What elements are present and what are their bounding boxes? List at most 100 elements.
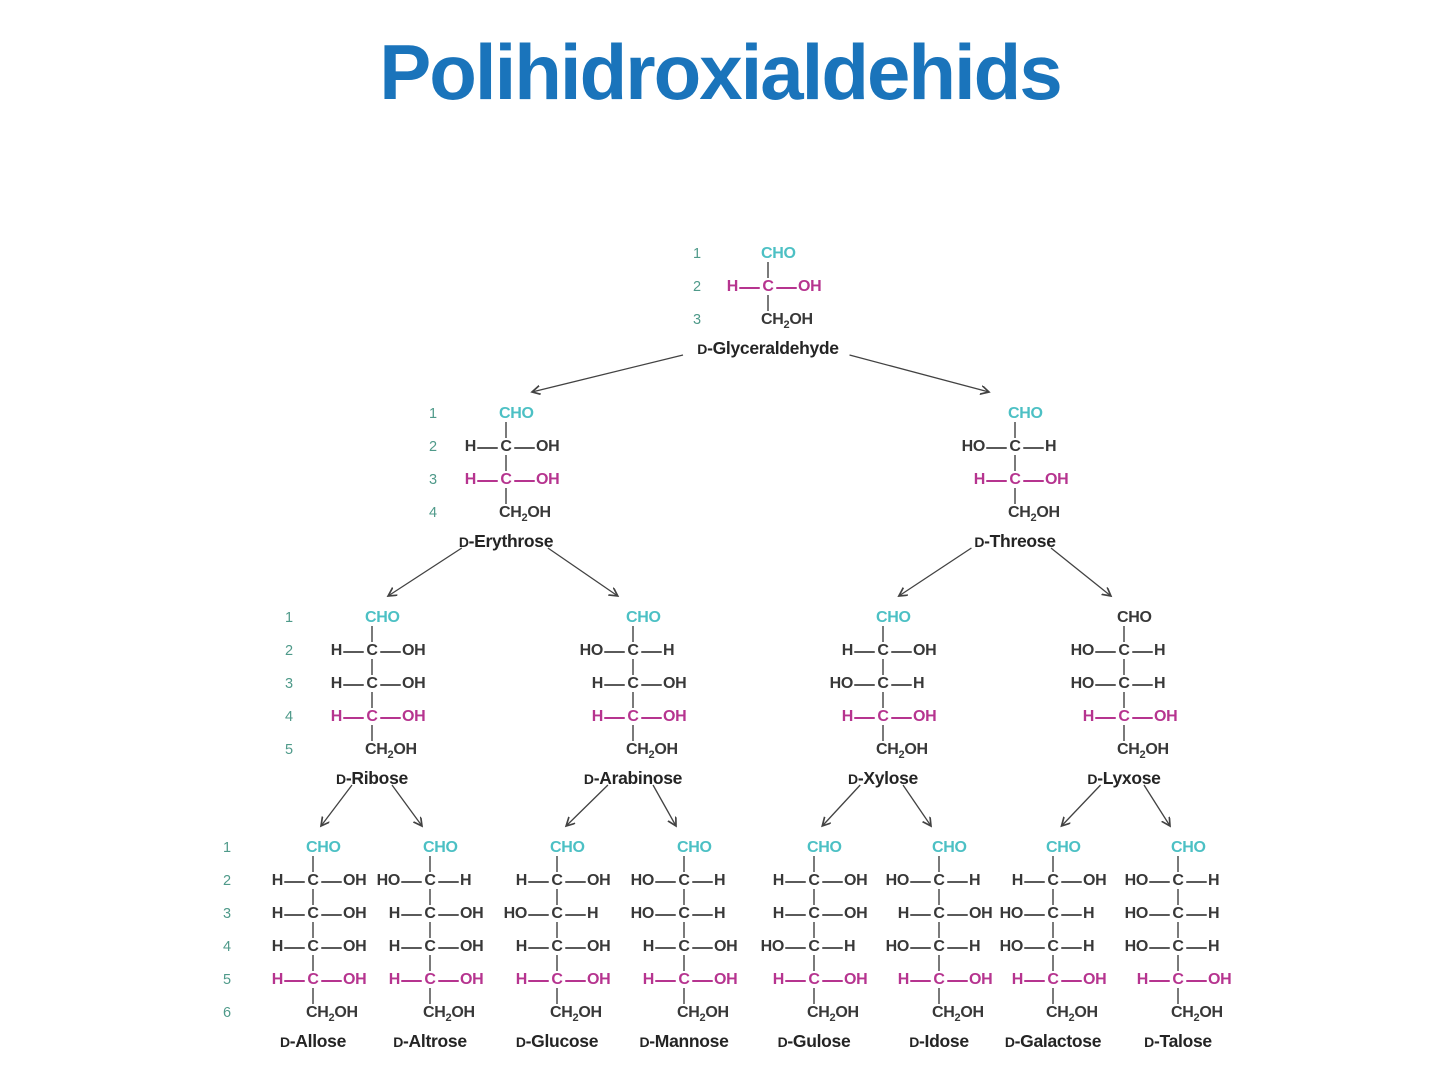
bond-right (380, 651, 401, 653)
cho-group: CHO (423, 839, 458, 856)
carbon-atom: C (1118, 675, 1130, 692)
right-substituent: OH (798, 278, 822, 295)
carbon-atom: C (500, 438, 512, 455)
bond-left (604, 651, 625, 653)
aldehyde-row: CHO (789, 832, 1089, 865)
aldehyde-row: CHO (618, 238, 918, 271)
sugar-label-glyceraldehyde: D-Glyceraldehyde (697, 338, 839, 358)
bond-left (785, 980, 806, 982)
vertical-bond (429, 922, 431, 938)
right-substituent: OH (402, 642, 426, 659)
right-substituent: OH (343, 905, 367, 922)
bond-left (284, 947, 305, 949)
bond-left (1024, 914, 1045, 916)
right-substituent: OH (844, 971, 868, 988)
bond-right (321, 881, 342, 883)
tree-arrow-xylose-to-gulose (822, 784, 861, 826)
right-substituent: OH (714, 971, 738, 988)
bond-left (1095, 651, 1116, 653)
bond-left (604, 717, 625, 719)
vertical-bond (882, 692, 884, 708)
left-substituent: H (464, 471, 477, 488)
aldehyde-row: CHO (407, 832, 707, 865)
vertical-bond (429, 988, 431, 1004)
carbon-number: 4 (284, 709, 294, 725)
bond-right (1061, 881, 1082, 883)
ch2oh-group: CH2OH (876, 741, 928, 762)
right-substituent: H (969, 872, 981, 889)
left-substituent: H (388, 938, 401, 955)
vertical-bond (1052, 988, 1054, 1004)
sugar-label-talose: D-Talose (1144, 1031, 1212, 1051)
carbon-number: 6 (222, 1005, 232, 1021)
bond-right (438, 947, 459, 949)
carbon-number: 4 (222, 939, 232, 955)
carbon-number: 2 (428, 439, 438, 455)
bond-left (528, 881, 549, 883)
vertical-bond (882, 725, 884, 741)
vertical-bond (312, 856, 314, 872)
carbon-atom: C (424, 905, 436, 922)
left-substituent: HO (1070, 675, 1095, 692)
vertical-bond (1123, 725, 1125, 741)
carbon-atom: C (366, 708, 378, 725)
right-substituent: OH (969, 905, 993, 922)
vertical-bond (371, 725, 373, 741)
bond-left (284, 881, 305, 883)
bond-right (947, 914, 968, 916)
carbon-number: 5 (222, 972, 232, 988)
vertical-bond (938, 889, 940, 905)
right-substituent: H (844, 938, 856, 955)
right-substituent: OH (663, 708, 687, 725)
right-substituent: OH (460, 938, 484, 955)
bond-left (655, 947, 676, 949)
bond-right (380, 684, 401, 686)
bond-left (1149, 881, 1170, 883)
vertical-bond (632, 626, 634, 642)
vertical-bond (1123, 659, 1125, 675)
right-substituent: OH (460, 905, 484, 922)
vertical-bond (813, 856, 815, 872)
right-substituent: OH (343, 971, 367, 988)
sugar-label-lyxose: D-Lyxose (1087, 768, 1161, 788)
carbon-atom: C (424, 971, 436, 988)
bond-left (477, 447, 498, 449)
terminal-row: CH2OH (483, 734, 783, 767)
sugar-label-idose: D-Idose (909, 1031, 969, 1051)
right-substituent: H (1208, 872, 1220, 889)
tree-arrow-ribose-to-allose (321, 784, 353, 826)
carbon-atom: C (1118, 642, 1130, 659)
bond-right (891, 684, 912, 686)
vertical-bond (632, 659, 634, 675)
right-substituent: OH (536, 471, 560, 488)
bond-left (655, 980, 676, 982)
aldehyde-row: CHO (1028, 832, 1328, 865)
vertical-bond (1177, 922, 1179, 938)
vertical-bond (505, 488, 507, 504)
bond-left (986, 480, 1007, 482)
carbon-atom: C (933, 905, 945, 922)
bond-right (321, 947, 342, 949)
vertical-bond (312, 955, 314, 971)
cho-group: CHO (1171, 839, 1206, 856)
bond-left (785, 914, 806, 916)
